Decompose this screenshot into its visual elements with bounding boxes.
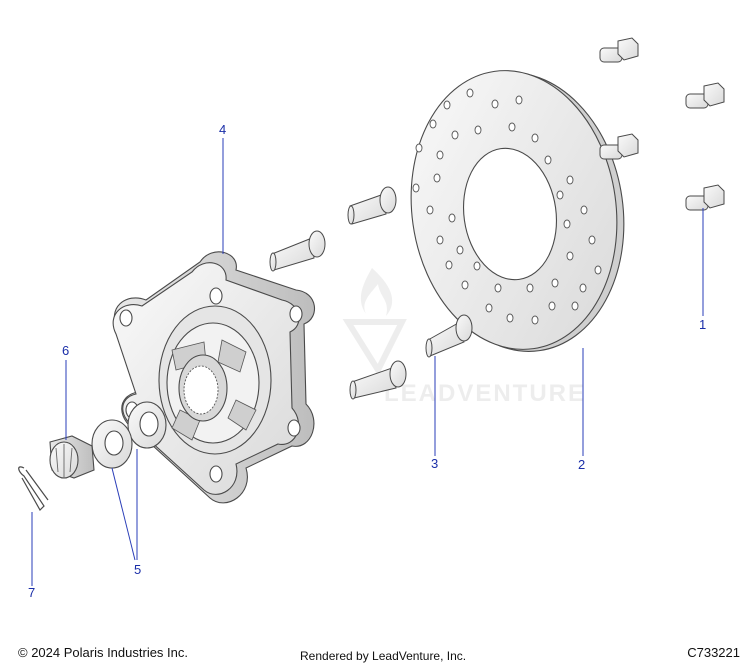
copyright-notice: © 2024 Polaris Industries Inc. bbox=[18, 645, 188, 660]
bolt bbox=[685, 184, 725, 211]
hub bbox=[112, 251, 316, 504]
brake-disc bbox=[410, 70, 625, 352]
wheel-stud bbox=[425, 314, 473, 358]
washer bbox=[91, 419, 133, 469]
wheel-stud bbox=[347, 186, 397, 225]
disc-holes bbox=[412, 88, 602, 325]
castle-nut bbox=[49, 435, 95, 479]
wheel-stud bbox=[349, 360, 407, 400]
cotter-pin bbox=[18, 466, 49, 511]
callout-3: 3 bbox=[431, 456, 438, 471]
diagram-id: C733221 bbox=[687, 645, 740, 660]
callouts: 1 2 3 4 5 6 7 bbox=[28, 122, 706, 600]
callout-6: 6 bbox=[62, 343, 69, 358]
callout-2: 2 bbox=[578, 457, 585, 472]
bolt bbox=[599, 37, 639, 63]
wheel-stud bbox=[269, 230, 326, 272]
wheel-stud-group bbox=[269, 186, 473, 400]
bolt bbox=[599, 133, 639, 160]
watermark-text: LEADVENTURE bbox=[384, 380, 586, 407]
callout-5: 5 bbox=[134, 562, 141, 577]
washer-group bbox=[91, 401, 167, 469]
watermark-logo: LEADVENTURE bbox=[342, 268, 586, 407]
leader-lines bbox=[31, 138, 704, 586]
callout-4: 4 bbox=[219, 122, 226, 137]
washer bbox=[127, 401, 167, 449]
rendered-by-credit: Rendered by LeadVenture, Inc. bbox=[300, 649, 467, 663]
callout-1: 1 bbox=[699, 317, 706, 332]
bolt-group bbox=[599, 37, 725, 211]
callout-7: 7 bbox=[28, 585, 35, 600]
bolt bbox=[685, 82, 725, 109]
